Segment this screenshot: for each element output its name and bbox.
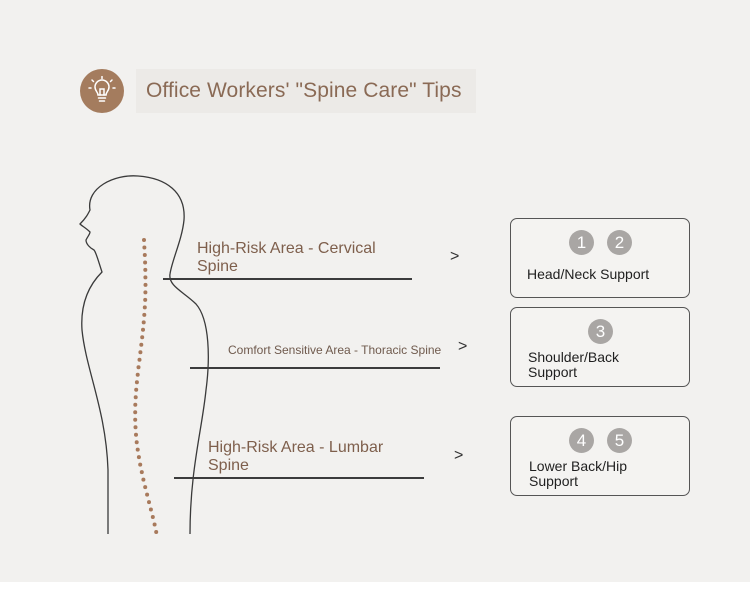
spine-dot — [133, 417, 138, 422]
spine-dot — [154, 530, 159, 534]
spine-dot — [141, 320, 146, 325]
spine-dot — [135, 447, 140, 452]
cervical-line — [163, 278, 412, 280]
spine-dot — [143, 267, 148, 272]
spine-dot — [143, 290, 148, 295]
spine-dot — [142, 253, 147, 257]
arrow-thoracic: > — [458, 338, 468, 355]
arrow-cervical: > — [450, 248, 460, 265]
spine-dot — [134, 440, 139, 445]
spine-dot — [138, 462, 143, 467]
spine-dots — [133, 238, 159, 534]
spine-dot — [134, 432, 138, 437]
spine-dot — [133, 402, 138, 407]
spine-dot — [133, 395, 138, 400]
support-label-head-neck: Head/Neck Support — [527, 266, 650, 282]
spine-dot — [152, 522, 157, 527]
spine-dot — [141, 477, 146, 482]
spine-dot — [147, 500, 151, 505]
spine-dot — [143, 485, 148, 490]
spine-dot — [141, 327, 145, 332]
spine-dot — [135, 372, 140, 377]
arrow-lumbar: > — [454, 447, 464, 464]
spine-dot — [150, 515, 155, 519]
support-label-lower-back-hip: Lower Back/Hip Support — [529, 458, 628, 489]
spine-dot — [140, 335, 145, 340]
thoracic-line — [190, 367, 440, 369]
spine-dot — [133, 410, 138, 415]
spine-dot — [143, 275, 148, 280]
support-box-lower-back-hip: 4 5 Lower Back/Hip Support — [510, 416, 690, 496]
lumbar-line — [174, 477, 424, 479]
badge-5: 5 — [607, 428, 632, 453]
support-box-head-neck: 1 2 Head/Neck Support — [510, 218, 690, 298]
spine-dot — [137, 357, 142, 362]
spine-dot — [142, 238, 146, 242]
area-label-lumbar: High-Risk Area - Lumbar Spine — [208, 439, 384, 474]
spine-dot — [136, 365, 141, 370]
page-title: Office Workers' "Spine Care" Tips — [146, 79, 462, 102]
spine-dot — [148, 507, 153, 512]
lightbulb-icon — [80, 69, 124, 113]
spine-dot — [136, 455, 141, 460]
body-outline — [79, 175, 209, 535]
spine-dot — [134, 380, 139, 385]
title-box: Office Workers' "Spine Care" Tips — [136, 69, 476, 113]
spine-dot — [133, 425, 138, 430]
spine-dot — [142, 245, 147, 250]
spine-dot — [142, 312, 147, 317]
area-label-cervical: High-Risk Area - Cervical Spine — [197, 240, 376, 275]
spine-dot — [143, 260, 148, 265]
spine-dot — [139, 470, 144, 475]
badge-4: 4 — [569, 428, 594, 453]
support-label-shoulder-back: Shoulder/Back Support — [528, 349, 620, 380]
spine-dot — [138, 350, 143, 355]
human-silhouette — [79, 175, 209, 535]
support-box-shoulder-back: 3 Shoulder/Back Support — [510, 307, 690, 387]
badge-1: 1 — [569, 230, 594, 255]
spine-dot — [134, 387, 139, 392]
badge-2: 2 — [607, 230, 632, 255]
spine-dot — [143, 297, 148, 302]
title-bar: Office Workers' "Spine Care" Tips — [80, 68, 476, 114]
spine-dot — [143, 282, 148, 287]
area-label-thoracic: Comfort Sensitive Area - Thoracic Spine — [228, 343, 442, 357]
badge-3: 3 — [588, 319, 613, 344]
spine-dot — [142, 305, 147, 310]
spine-dot — [145, 492, 150, 497]
spine-dot — [139, 342, 144, 347]
